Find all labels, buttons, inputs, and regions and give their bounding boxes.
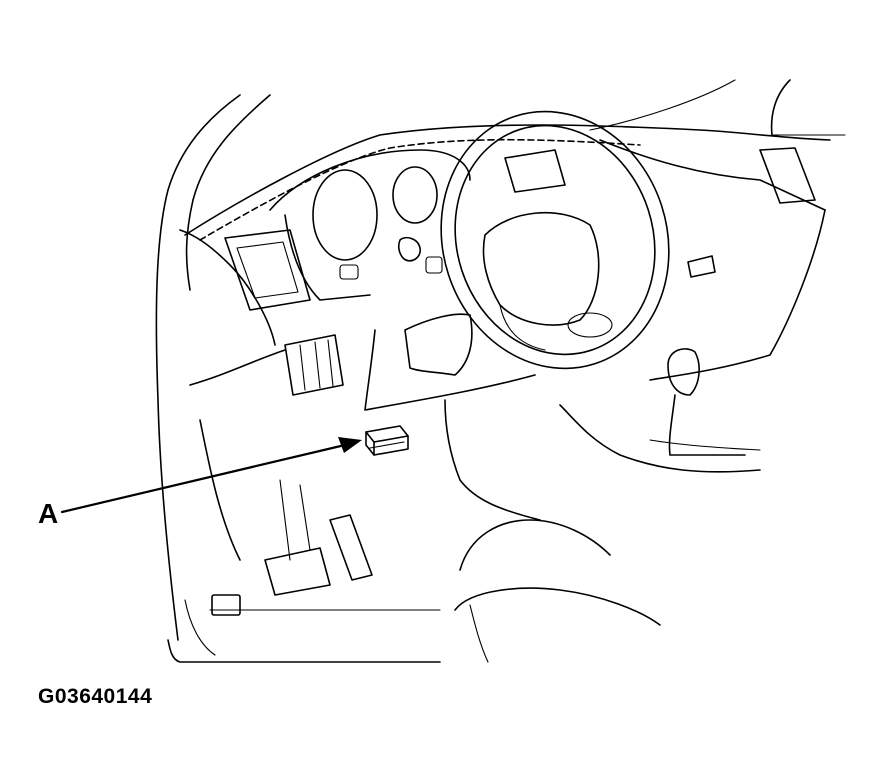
left-vent-inner	[236, 241, 299, 299]
upper-vent	[504, 149, 566, 193]
door-latch	[211, 594, 241, 616]
figure-id: G03640144	[38, 685, 153, 708]
stalk	[397, 236, 421, 262]
connector-block-icon	[365, 425, 409, 456]
dash-lower-left	[189, 349, 286, 386]
seat-cushion	[454, 587, 661, 626]
a-pillar-inner	[185, 94, 271, 291]
pedal-arm	[279, 479, 291, 561]
callout-arrow	[60, 443, 347, 514]
seat-bolster	[459, 519, 611, 571]
cluster-button-2	[425, 256, 443, 274]
steering-wheel-outer	[440, 110, 670, 370]
gauge-left	[312, 169, 378, 261]
cluster-button	[339, 264, 359, 280]
console	[649, 439, 761, 451]
dash-left-side	[179, 229, 276, 346]
door-frame	[167, 639, 441, 663]
switch-panel	[284, 334, 344, 396]
accel-pedal	[329, 514, 373, 581]
arrowhead-icon	[338, 437, 362, 453]
dash-right-face	[649, 209, 826, 381]
dash-top	[184, 124, 831, 236]
wheel-spoke	[499, 304, 546, 351]
seat-edge	[469, 604, 489, 663]
center-console-top	[559, 404, 761, 473]
cluster-hood	[269, 149, 471, 211]
right-pillar	[770, 79, 791, 136]
knee-panel	[364, 329, 536, 411]
dash-top-inner	[199, 138, 641, 241]
center-tunnel	[444, 399, 541, 521]
brake-pedal	[264, 547, 331, 596]
callout-label-a: A	[38, 498, 59, 529]
wheel-hub	[482, 211, 600, 326]
windshield-base	[589, 79, 736, 131]
gauge-right	[392, 166, 438, 224]
kick-panel	[199, 419, 241, 561]
door-edge	[184, 599, 216, 656]
cluster-frame	[284, 214, 371, 301]
shift-knob	[667, 348, 700, 396]
glovebox-handle	[687, 255, 716, 278]
right-vent	[759, 147, 816, 204]
pedal-arm-2	[299, 484, 311, 551]
steering-wheel-inner	[454, 124, 656, 356]
left-vent	[224, 229, 311, 311]
hazard-cutout	[404, 313, 473, 376]
shift-boot	[668, 394, 746, 456]
dash-right-top	[599, 139, 826, 211]
horn-pad	[567, 312, 613, 338]
a-pillar	[155, 94, 241, 641]
